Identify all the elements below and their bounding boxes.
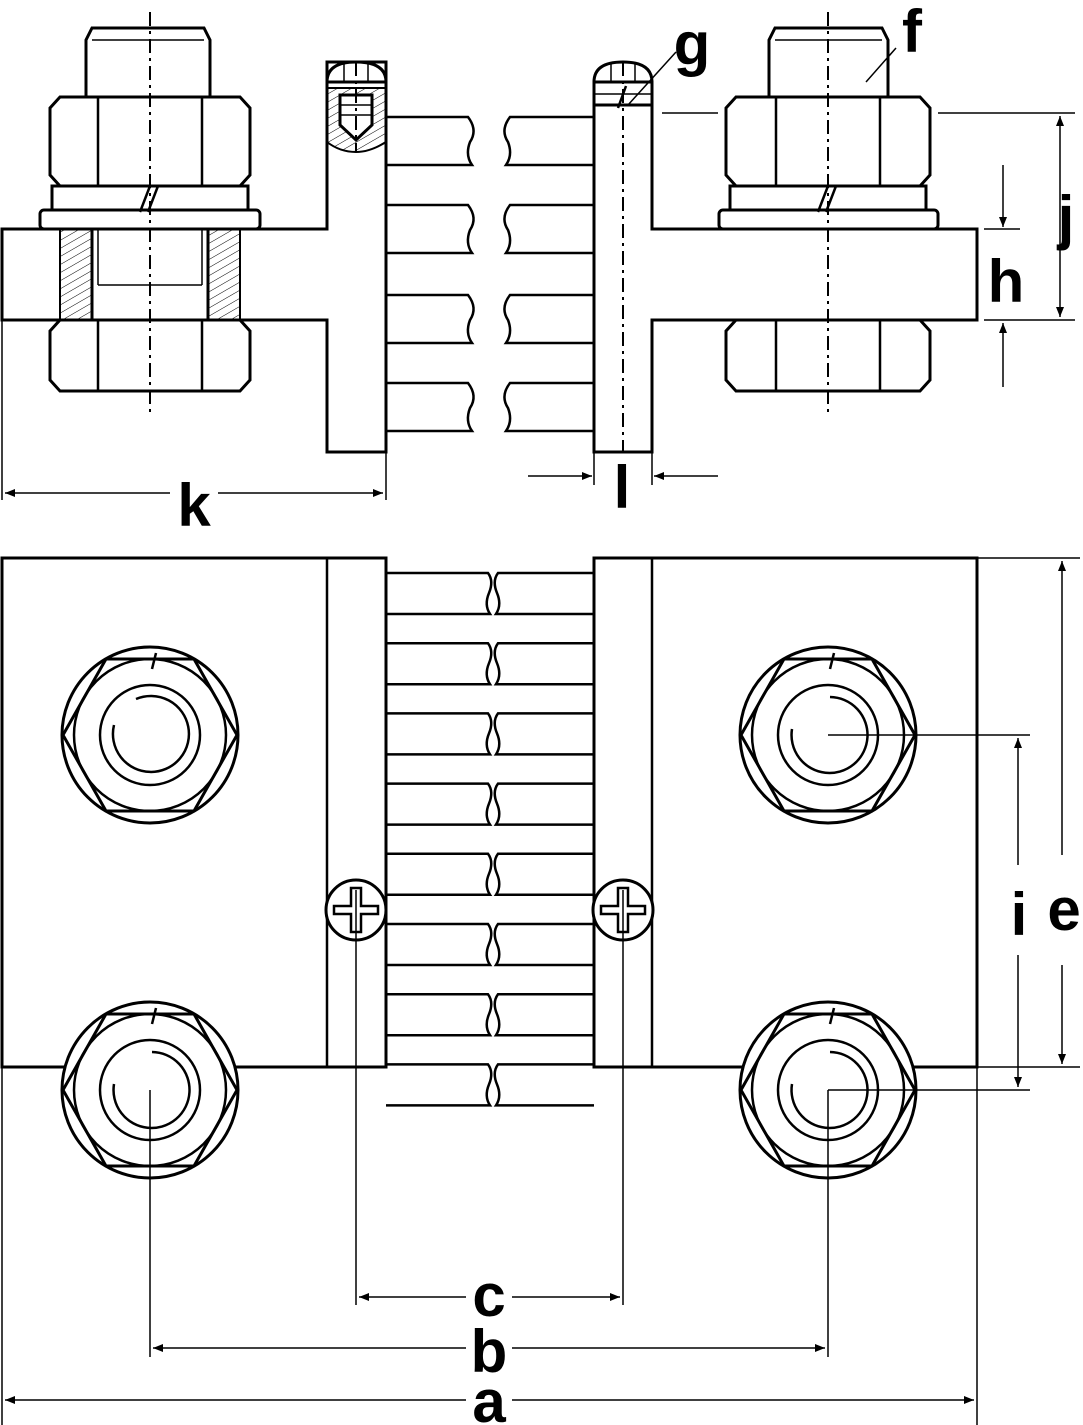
shunt-strips-side: [386, 115, 594, 433]
label-j: j: [1057, 184, 1075, 251]
left-screw-side: [325, 60, 388, 154]
leader-f: [865, 47, 897, 83]
strip-right-5: [493, 852, 594, 897]
label-a: a: [472, 1368, 506, 1425]
label-g: g: [674, 10, 711, 77]
right-terminal-side: [592, 103, 979, 454]
strip-left-1: [386, 571, 493, 616]
strip-left-4: [386, 782, 493, 826]
label-l: l: [614, 454, 631, 521]
label-k: k: [177, 472, 211, 539]
strip-left-7: [386, 992, 493, 1037]
strip-left-5: [386, 852, 493, 897]
side-view: [0, 12, 1075, 500]
label-i: i: [1011, 881, 1028, 948]
strip-right-7: [493, 992, 594, 1037]
strip-right-2: [493, 641, 594, 686]
strip-left-3: [386, 712, 493, 756]
nut-top-left: [60, 645, 240, 825]
leader-g: [627, 51, 677, 106]
right-bolt-side: [717, 12, 940, 412]
label-f: f: [902, 0, 923, 65]
dimension-labels: f g j h k l i e c b a: [177, 0, 1080, 1425]
strip-right-4: [493, 782, 594, 826]
label-e: e: [1047, 876, 1080, 943]
top-view: [0, 556, 1080, 1425]
strip-right-8: [493, 1063, 594, 1107]
label-h: h: [988, 248, 1025, 315]
shunt-strips-top: [386, 571, 594, 1107]
strip-right-6: [493, 922, 594, 967]
label-b: b: [471, 1318, 508, 1385]
strip-left-2: [386, 641, 493, 686]
strip-right-1: [493, 571, 594, 616]
strip-left-6: [386, 922, 493, 967]
left-bolt-side: [38, 12, 262, 412]
label-c: c: [472, 1262, 505, 1329]
strip-right-3: [493, 712, 594, 756]
right-screw-side: [592, 60, 654, 452]
strip-left-8: [386, 1063, 493, 1107]
